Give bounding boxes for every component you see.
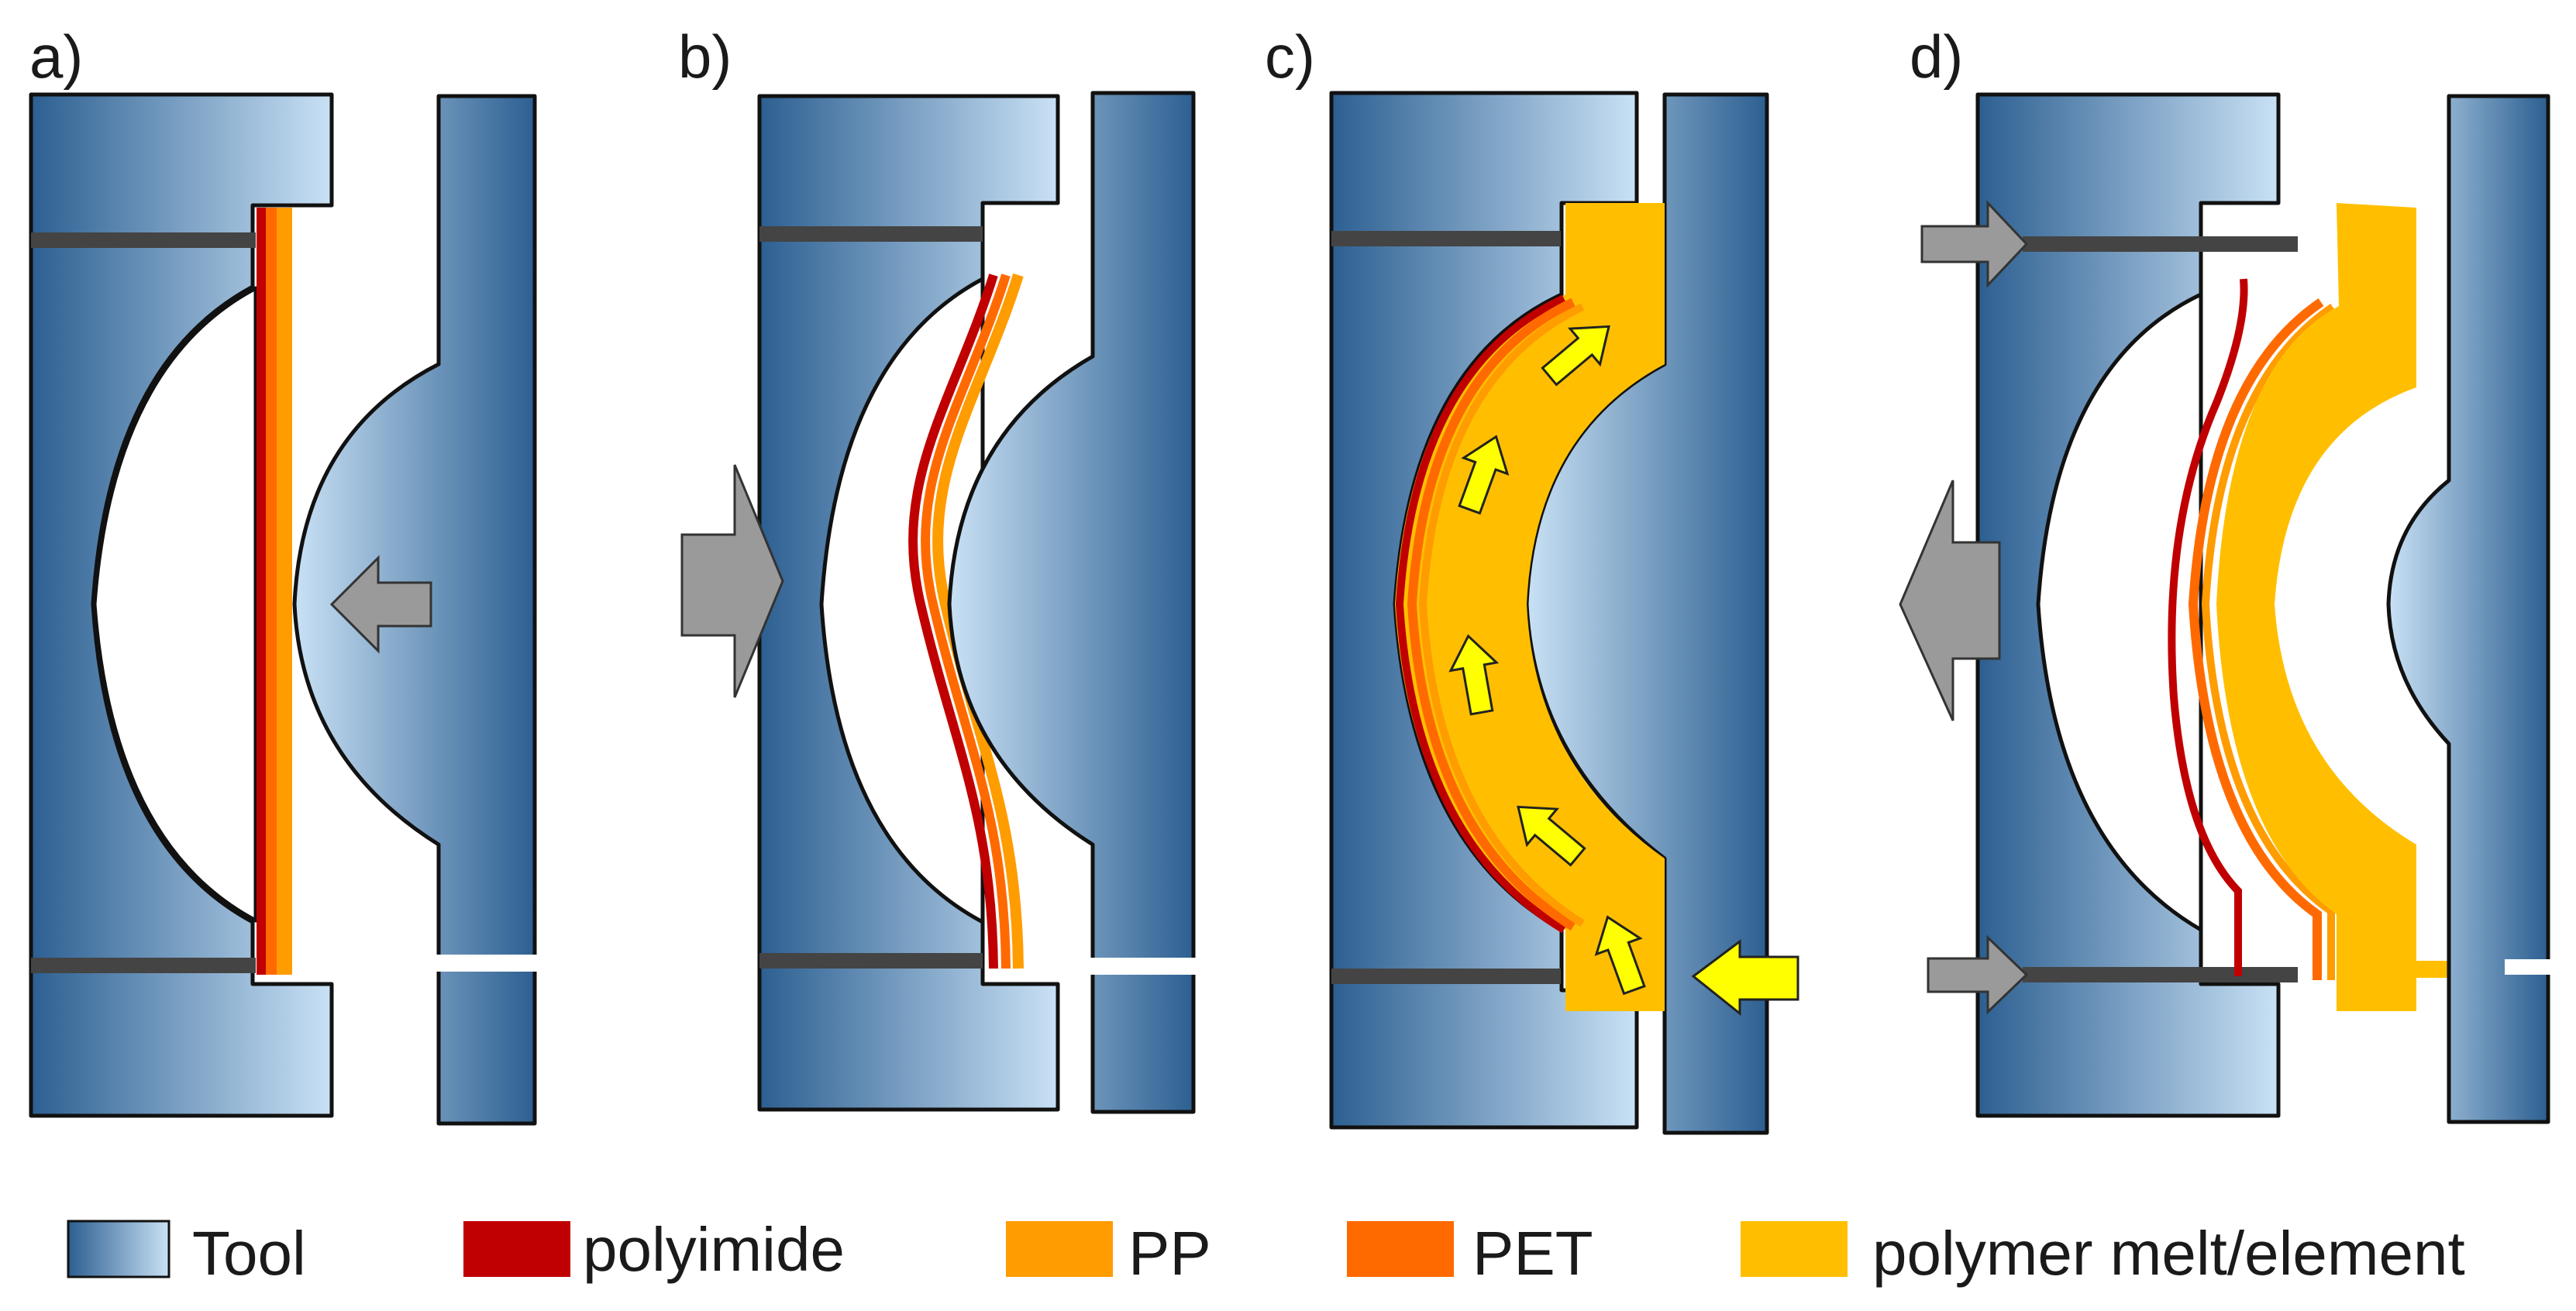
legend-swatch-melt <box>1741 1221 1848 1277</box>
legend-label-pp: PP <box>1128 1219 1211 1288</box>
injection-arrow-c <box>1691 939 1799 1017</box>
legend-label-melt: polymer melt/element <box>1872 1219 2465 1288</box>
flow-arrow-5 <box>1541 325 1610 387</box>
eject-arrow-top-d <box>1920 200 2029 288</box>
gate-b <box>1089 958 1197 975</box>
panel-b: b) <box>678 22 1197 1114</box>
ejector-pin-bottom-c <box>1331 969 1561 984</box>
panel-label-c: c) <box>1265 22 1315 91</box>
legend-swatch-pet <box>1347 1221 1454 1277</box>
cavity-a <box>92 286 258 923</box>
ejector-pin-bottom-d <box>2023 967 2298 982</box>
legend-label-pet: PET <box>1472 1219 1593 1288</box>
panel-a: a) <box>29 22 539 1126</box>
right-tool-c <box>1524 92 1769 1135</box>
panel-c: c) <box>1265 22 1799 1135</box>
legend-swatch-tool <box>67 1220 170 1278</box>
pp-layer-b <box>932 273 1024 969</box>
polyimide-layer-a <box>257 208 266 975</box>
close-arrow-a <box>329 555 432 654</box>
panel-label-b: b) <box>678 22 732 91</box>
right-tool-b <box>947 91 1196 1114</box>
flow-arrow-2 <box>1517 805 1586 867</box>
ejector-pin-bottom-b <box>759 953 983 969</box>
gate-d <box>2505 959 2551 975</box>
polyimide-layer-b <box>908 274 998 969</box>
flow-arrow-3 <box>1448 634 1500 716</box>
legend-swatch-pp <box>1006 1221 1113 1277</box>
cavity-d <box>2036 292 2203 932</box>
polyimide-layer-c <box>1395 294 1566 934</box>
panel-label-a: a) <box>29 22 83 91</box>
ejector-pin-top-b <box>759 226 983 242</box>
flow-arrow-4 <box>1458 435 1510 515</box>
pet-layer-a <box>266 208 277 975</box>
legend-label-tool: Tool <box>192 1219 306 1288</box>
close-arrow-b <box>680 464 784 698</box>
legend-label-polyimide: polyimide <box>583 1215 845 1284</box>
ejector-pin-top-c <box>1331 231 1561 246</box>
ejector-pin-bottom-a <box>31 958 256 973</box>
pp-layer-a <box>277 208 292 975</box>
polymer-element-d <box>2216 203 2505 1011</box>
flow-arrows-c <box>1448 325 1646 996</box>
ejector-pin-top-d <box>2023 236 2298 252</box>
pet-layer-c <box>1407 298 1576 931</box>
pp-layer-d <box>2201 303 2335 980</box>
panel-d: d) <box>1899 22 2551 1124</box>
open-arrow-d <box>1899 480 2001 721</box>
legend: Tool polyimide PP PET polymer melt/eleme… <box>67 1215 2465 1288</box>
polyimide-layer-d <box>2168 278 2248 976</box>
legend-swatch-polyimide <box>463 1221 570 1277</box>
flow-arrow-1 <box>1594 915 1646 996</box>
gate-a <box>434 955 539 972</box>
panel-label-d: d) <box>1910 22 1963 91</box>
pet-layer-b <box>921 274 1011 969</box>
right-tool-d <box>2386 94 2550 1124</box>
pet-layer-d <box>2188 298 2324 980</box>
eject-arrow-bottom-d <box>1927 934 2029 1015</box>
ejector-pin-top-a <box>31 232 256 248</box>
pp-layer-c <box>1418 303 1585 927</box>
